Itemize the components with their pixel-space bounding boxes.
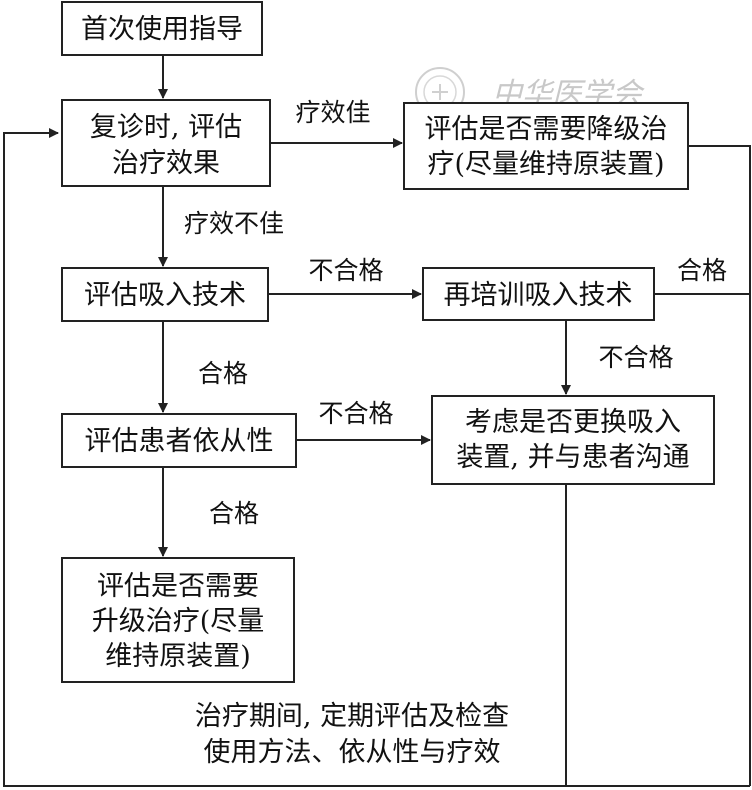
node-inhaler-tech: [61, 267, 269, 322]
footer-note-1: 治疗期间, 定期评估及检查: [195, 701, 509, 732]
node-followup-label-1: 复诊时, 评估: [90, 112, 242, 143]
node-retrain-label: 再培训吸入技术: [444, 280, 633, 311]
edge-label-effective: 疗效佳: [295, 98, 370, 127]
edge-label-fail-retrain: 不合格: [598, 343, 673, 372]
node-stepdown-label-2: 疗(尽量维持原装置): [427, 149, 664, 180]
node-adherence-label: 评估患者依从性: [85, 426, 274, 457]
node-stepdown-label-1: 评估是否需要降级治: [425, 114, 668, 145]
node-stepup-label-3: 维持原装置): [105, 641, 251, 672]
edge-label-pass-tech: 合格: [198, 359, 248, 388]
footer-note-2: 使用方法、依从性与疗效: [204, 737, 501, 768]
node-stepup-label-2: 升级治疗(尽量: [92, 606, 265, 637]
node-first-use: [61, 1, 263, 56]
node-stepdown: [403, 102, 689, 190]
node-inhaler-tech-label: 评估吸入技术: [84, 280, 246, 311]
node-first-use-label: 首次使用指导: [81, 14, 243, 45]
node-change-device: [431, 395, 715, 485]
node-stepup: [61, 557, 295, 683]
connectors: [3, 55, 751, 787]
node-change-device-label-1: 考虑是否更换吸入: [465, 407, 681, 438]
node-followup: [61, 99, 271, 187]
edge-label-pass-adherence: 合格: [209, 499, 259, 528]
node-followup-label-2: 治疗效果: [112, 148, 220, 179]
loop-return-to-followup: [3, 128, 750, 787]
edge-label-pass-retrain: 合格: [677, 256, 727, 285]
edge-label-fail-adherence: 不合格: [318, 399, 393, 428]
loop-stepdown-right: [688, 145, 751, 786]
node-change-device-label-2: 装置, 并与患者沟通: [456, 442, 689, 473]
edge-label-not-effective: 疗效不佳: [184, 209, 284, 238]
node-adherence: [61, 413, 297, 468]
node-retrain: [422, 267, 655, 321]
node-stepup-label-1: 评估是否需要: [97, 571, 259, 602]
edge-label-fail-tech: 不合格: [308, 256, 383, 285]
